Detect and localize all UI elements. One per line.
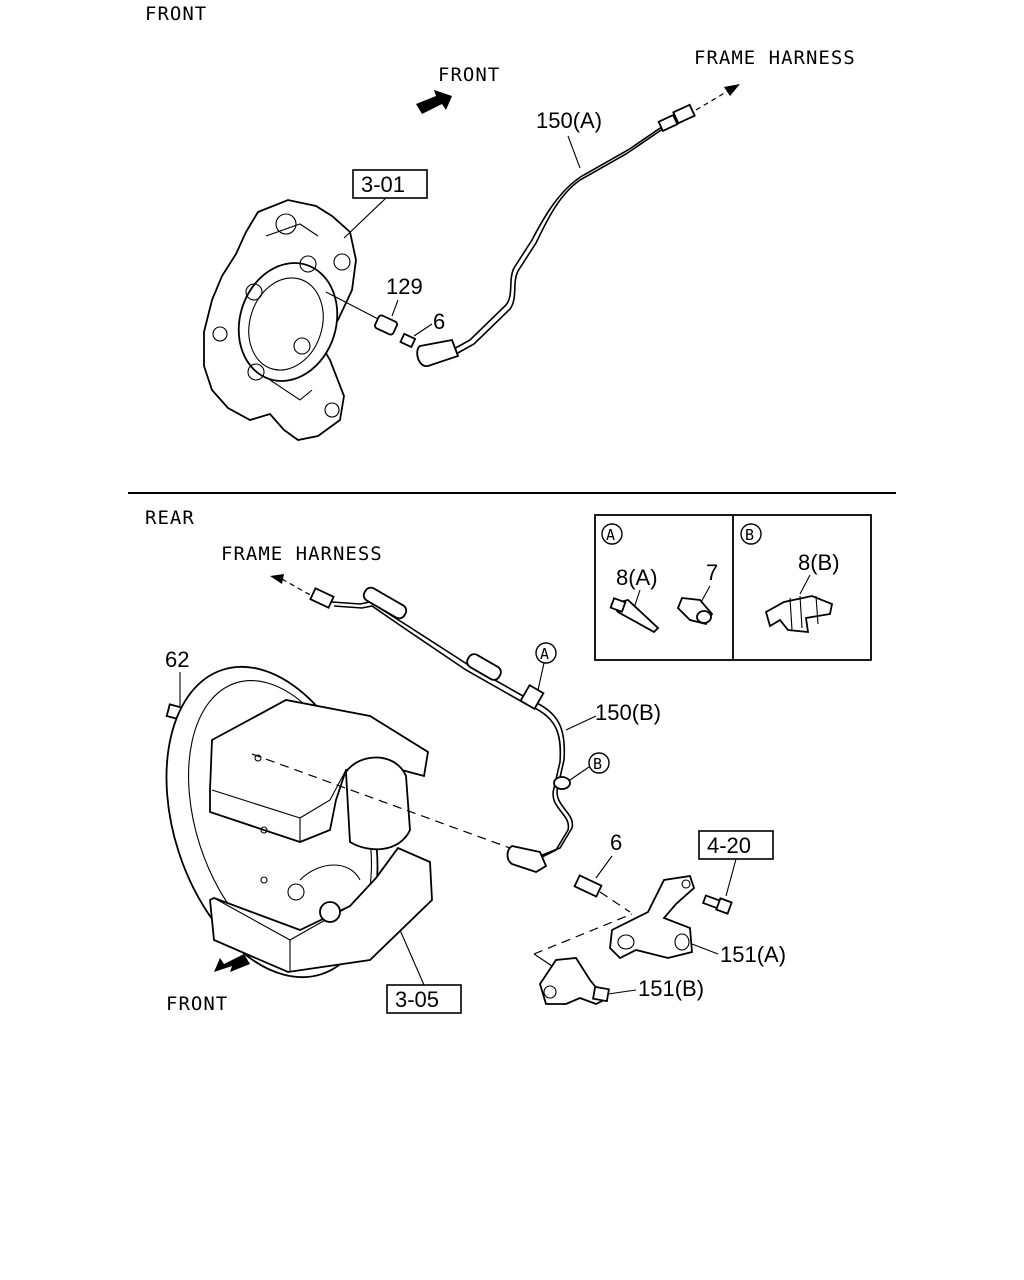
front-sensor-cable — [416, 103, 696, 367]
detail-marker-b: B — [745, 526, 755, 544]
rear-bracket-a-label: 151(A) — [720, 942, 786, 967]
cable-marker-a: A — [540, 645, 550, 663]
front-harness-label: FRAME HARNESS — [694, 47, 856, 69]
detail-marker-a: A — [606, 526, 616, 544]
clip-b — [764, 595, 834, 634]
front-view: FRONT FRAME HARNESS 150(A) — [203, 47, 856, 441]
front-direction-label: FRONT — [438, 64, 500, 86]
clip-b-label: 8(B) — [798, 550, 840, 575]
harness-arrow-icon — [270, 574, 313, 597]
rear-screw-label: 6 — [610, 830, 622, 855]
front-screw — [399, 332, 417, 349]
front-bushing — [374, 314, 398, 336]
clip-7-label: 7 — [706, 560, 718, 585]
front-knuckle-ref: 3-01 — [361, 172, 405, 197]
clip-a-label: 8(A) — [616, 565, 658, 590]
rear-bracket-ref: 4-20 — [707, 833, 751, 858]
rear-bracket-bolt — [701, 894, 733, 915]
front-cable-label: 150(A) — [536, 108, 602, 133]
cable-clamp-a — [519, 683, 545, 711]
rear-view: FRAME HARNESS A B 150(B) 62 — [165, 543, 786, 1015]
rear-bracket-a — [609, 874, 696, 960]
rear-front-direction-label: FRONT — [166, 993, 228, 1015]
section-label-rear: REAR — [145, 507, 195, 529]
rear-brake-assembly — [165, 665, 433, 979]
front-arrow-icon — [416, 90, 452, 114]
section-label-front: FRONT — [145, 3, 207, 25]
cable-clamp-b — [553, 776, 571, 790]
rear-bracket-b-label: 151(B) — [638, 976, 704, 1001]
rear-bolt-label: 62 — [165, 647, 189, 672]
front-knuckle — [203, 199, 357, 441]
front-knuckle-ref-box — [352, 169, 428, 199]
rear-cable-label: 150(B) — [595, 700, 661, 725]
detail-box: A B 8(A) 7 8(B) — [594, 514, 872, 661]
harness-arrow-icon — [695, 84, 740, 111]
rear-bracket-b — [539, 957, 610, 1005]
front-bushing-label: 129 — [386, 274, 423, 299]
rear-harness-label: FRAME HARNESS — [221, 543, 383, 565]
front-arrow-icon — [214, 954, 250, 972]
rear-brake-ref: 3-05 — [395, 987, 439, 1012]
clip-a — [609, 597, 660, 634]
clip-7 — [676, 597, 714, 626]
rear-screw — [573, 874, 603, 898]
front-screw-label: 6 — [433, 309, 445, 334]
cable-marker-b: B — [593, 755, 603, 773]
